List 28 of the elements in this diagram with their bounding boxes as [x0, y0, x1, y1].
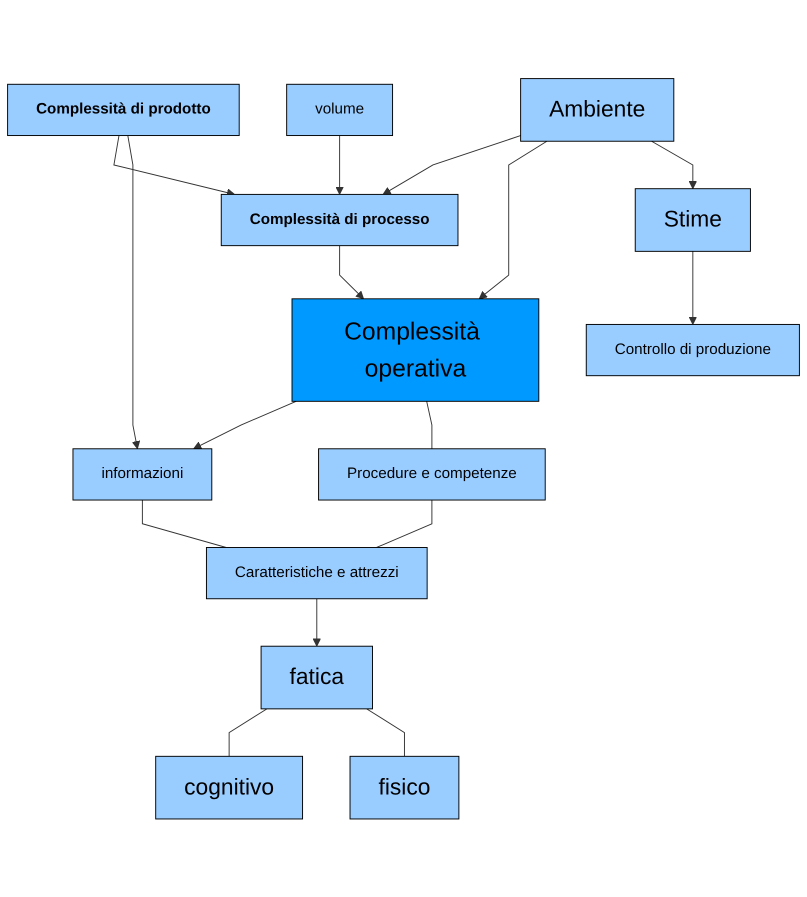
node-box: fatica — [260, 645, 373, 710]
connector — [366, 708, 405, 757]
node-box: Procedure e competenze — [318, 448, 546, 500]
connector — [228, 708, 268, 757]
arrow — [651, 140, 697, 189]
arrow — [113, 134, 235, 196]
node-box: fisico — [350, 756, 460, 820]
connector — [142, 499, 227, 548]
node-box: cognitivo — [155, 756, 304, 820]
connector — [426, 400, 432, 449]
arrow — [339, 244, 364, 299]
connector — [376, 499, 432, 548]
arrow — [127, 134, 140, 449]
node-box: Caratteristiche e attrezzi — [206, 546, 428, 599]
node-box: volume — [286, 84, 394, 136]
node-box: Complessità di processo — [220, 194, 458, 246]
node-box: Controllo di produzione — [586, 324, 800, 376]
arrow — [382, 134, 522, 194]
node-box: Complessità operativa — [292, 298, 540, 402]
node-box: informazioni — [72, 448, 212, 500]
arrow — [312, 598, 321, 646]
arrow — [193, 400, 297, 449]
arrow — [688, 250, 697, 325]
arrow — [335, 134, 344, 194]
arrow — [478, 140, 548, 299]
node-box: Ambiente — [520, 78, 674, 142]
node-box: Complessità di prodotto — [7, 84, 240, 136]
node-box: Stime — [634, 188, 751, 252]
